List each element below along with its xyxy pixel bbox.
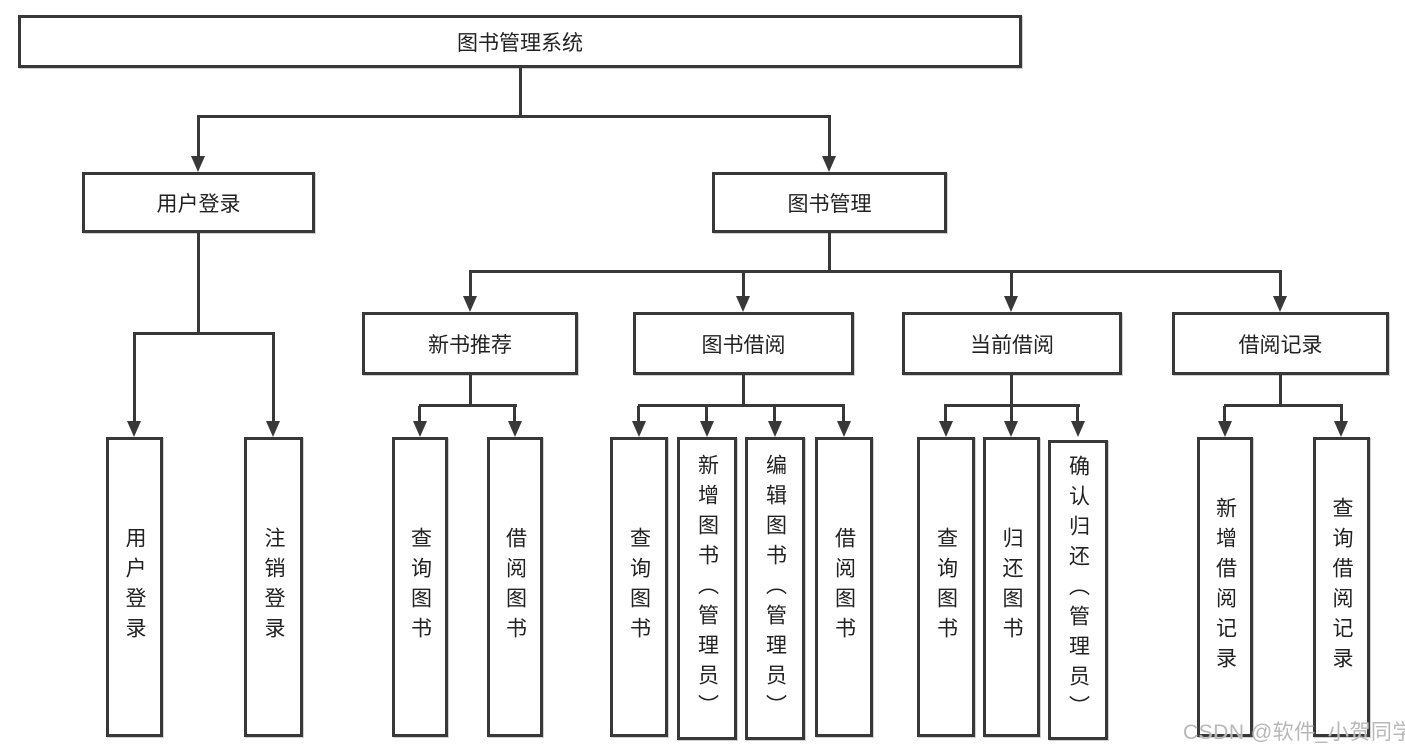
leaf-nb-query-books: 查询图书	[392, 437, 448, 737]
connector-new-book-stem	[469, 373, 472, 406]
connector-drop-leaf	[1010, 406, 1013, 421]
connector-drop-leaf	[637, 406, 640, 421]
leaf-nb-borrow-books-label: 借阅图书	[503, 527, 527, 647]
connector-drop-current-borrow	[1010, 272, 1013, 297]
connector-drop-book-borrow	[742, 272, 745, 297]
node-user-login-label: 用户登录	[156, 192, 241, 216]
arrow-down-icon	[1334, 421, 1348, 437]
arrow-down-icon	[1273, 296, 1287, 312]
node-borrow-records: 借阅记录	[1172, 312, 1389, 375]
arrow-down-icon	[1004, 421, 1018, 437]
leaf-logout: 注销登录	[244, 437, 303, 737]
leaf-cb-confirm-return-admin-label: 确认归还（管理员）	[1066, 455, 1090, 725]
arrow-down-icon	[700, 421, 714, 437]
leaf-nb-borrow-books: 借阅图书	[487, 437, 543, 737]
arrow-down-icon	[191, 156, 205, 172]
arrow-down-icon	[1218, 421, 1232, 437]
leaf-br-query-borrow-record-label: 查询借阅记录	[1330, 497, 1353, 677]
node-root-label: 图书管理系统	[457, 31, 583, 55]
connector-level3-rail	[469, 270, 1282, 273]
connector-drop-new-book	[469, 272, 472, 297]
leaf-bb-borrow-books: 借阅图书	[815, 437, 873, 737]
arrow-down-icon	[266, 421, 280, 437]
arrow-down-icon	[736, 296, 750, 312]
leaf-cb-return-books: 归还图书	[983, 437, 1040, 737]
connector-user-login-rail	[133, 332, 275, 335]
connector-root-stem	[519, 67, 522, 117]
connector-drop-leaf	[1340, 406, 1343, 421]
leaf-bb-edit-book-admin-label: 编辑图书（管理员）	[763, 453, 787, 724]
connector-drop-leaf	[513, 406, 516, 421]
connector-drop-leaf	[418, 406, 421, 421]
leaf-cb-query-books-label: 查询图书	[934, 527, 958, 647]
leaf-br-add-borrow-record-label: 新增借阅记录	[1213, 497, 1237, 677]
arrow-down-icon	[939, 421, 953, 437]
arrow-down-icon	[1071, 421, 1085, 437]
arrow-down-icon	[632, 421, 646, 437]
connector-drop-leaf	[773, 406, 776, 421]
node-book-borrow-label: 图书借阅	[701, 333, 786, 357]
connector-user-login-stem	[197, 233, 200, 334]
leaf-cb-confirm-return-admin: 确认归还（管理员）	[1048, 440, 1108, 740]
connector-drop-leaf	[944, 406, 947, 421]
node-borrow-records-label: 借阅记录	[1238, 333, 1323, 357]
node-user-login: 用户登录	[82, 172, 315, 233]
leaf-bb-query-books: 查询图书	[610, 437, 668, 737]
connector-drop-leaf	[133, 334, 136, 421]
arrow-down-icon	[127, 421, 141, 437]
arrow-down-icon	[413, 421, 427, 437]
connector-current-borrow-rail	[944, 404, 1080, 407]
leaf-br-add-borrow-record: 新增借阅记录	[1197, 437, 1253, 737]
arrow-down-icon	[508, 421, 522, 437]
arrow-down-icon	[1004, 296, 1018, 312]
connector-book-borrow-rail	[638, 404, 845, 407]
leaf-br-query-borrow-record: 查询借阅记录	[1313, 437, 1370, 737]
connector-drop-user-login	[197, 117, 200, 157]
csdn-watermark: CSDN @软件_小贺同学	[1183, 721, 1405, 744]
node-root: 图书管理系统	[18, 15, 1022, 68]
arrow-down-icon	[822, 156, 836, 172]
leaf-user-login: 用户登录	[106, 437, 163, 737]
leaf-bb-edit-book-admin: 编辑图书（管理员）	[745, 437, 805, 740]
node-book-borrow: 图书借阅	[633, 312, 854, 375]
arrow-down-icon	[837, 421, 851, 437]
connector-drop-leaf	[1223, 406, 1226, 421]
node-new-book-recommend: 新书推荐	[362, 312, 578, 375]
connector-drop-leaf	[842, 406, 845, 421]
node-book-management-label: 图书管理	[787, 192, 872, 216]
leaf-nb-query-books-label: 查询图书	[408, 527, 432, 647]
leaf-bb-borrow-books-label: 借阅图书	[832, 527, 856, 647]
leaf-bb-query-books-label: 查询图书	[627, 527, 651, 647]
leaf-cb-query-books: 查询图书	[917, 437, 975, 737]
connector-new-book-rail	[419, 404, 517, 407]
node-book-management: 图书管理	[712, 172, 947, 233]
connector-level2-rail	[197, 115, 831, 118]
connector-drop-leaf	[272, 334, 275, 421]
arrow-down-icon	[463, 296, 477, 312]
connector-book-mgmt-stem	[828, 233, 831, 272]
connector-drop-borrow-record	[1279, 272, 1282, 297]
connector-drop-book-mgmt	[828, 117, 831, 157]
node-current-borrow-label: 当前借阅	[970, 333, 1054, 357]
connector-borrow-record-rail	[1224, 404, 1343, 407]
leaf-bb-add-book-admin: 新增图书（管理员）	[677, 437, 737, 740]
arrow-down-icon	[768, 421, 782, 437]
leaf-cb-return-books-label: 归还图书	[1000, 527, 1023, 647]
connector-book-borrow-stem	[742, 375, 745, 405]
connector-drop-leaf	[1076, 406, 1079, 421]
connector-drop-leaf	[705, 406, 708, 421]
node-current-borrow: 当前借阅	[902, 312, 1122, 375]
leaf-user-login-label: 用户登录	[123, 527, 146, 647]
leaf-bb-add-book-admin-label: 新增图书（管理员）	[695, 453, 719, 724]
connector-current-borrow-stem	[1010, 375, 1013, 405]
node-new-book-recommend-label: 新书推荐	[428, 333, 512, 357]
connector-borrow-record-stem	[1279, 373, 1282, 406]
leaf-logout-label: 注销登录	[262, 527, 285, 647]
